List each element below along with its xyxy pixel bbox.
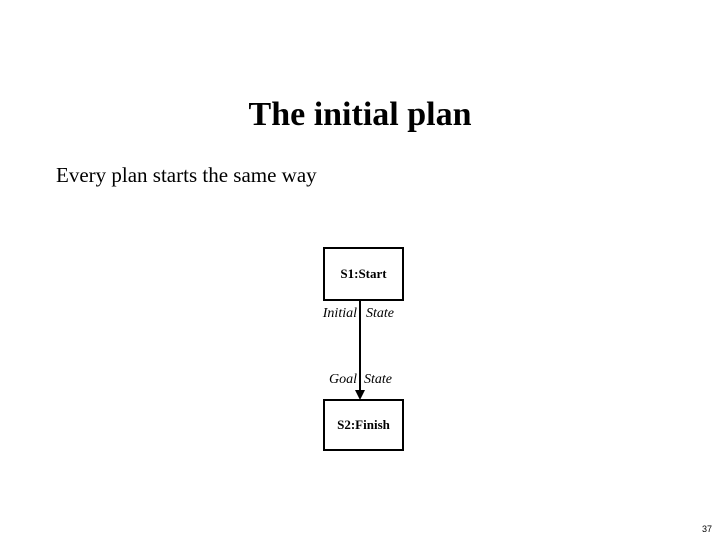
arrow-down-icon [355, 390, 365, 400]
causal-link-line [359, 301, 361, 393]
plan-diagram: S1:Start Initial State Goal State S2:Fin… [300, 240, 440, 460]
edge-label-goal-state: State [364, 372, 392, 387]
edge-label-initial-state: State [366, 306, 394, 321]
edge-label-initial: Initial [322, 306, 357, 321]
page-number: 37 [701, 524, 712, 534]
plan-node-start-label: S1:Start [340, 266, 387, 281]
plan-node-finish-label: S2:Finish [337, 417, 390, 432]
plan-node-finish: S2:Finish [323, 399, 404, 451]
page-title: The initial plan [248, 95, 472, 133]
body-text-line: Every plan starts the same way [56, 163, 317, 187]
plan-node-start: S1:Start [323, 247, 404, 301]
edge-label-goal: Goal [329, 372, 357, 387]
